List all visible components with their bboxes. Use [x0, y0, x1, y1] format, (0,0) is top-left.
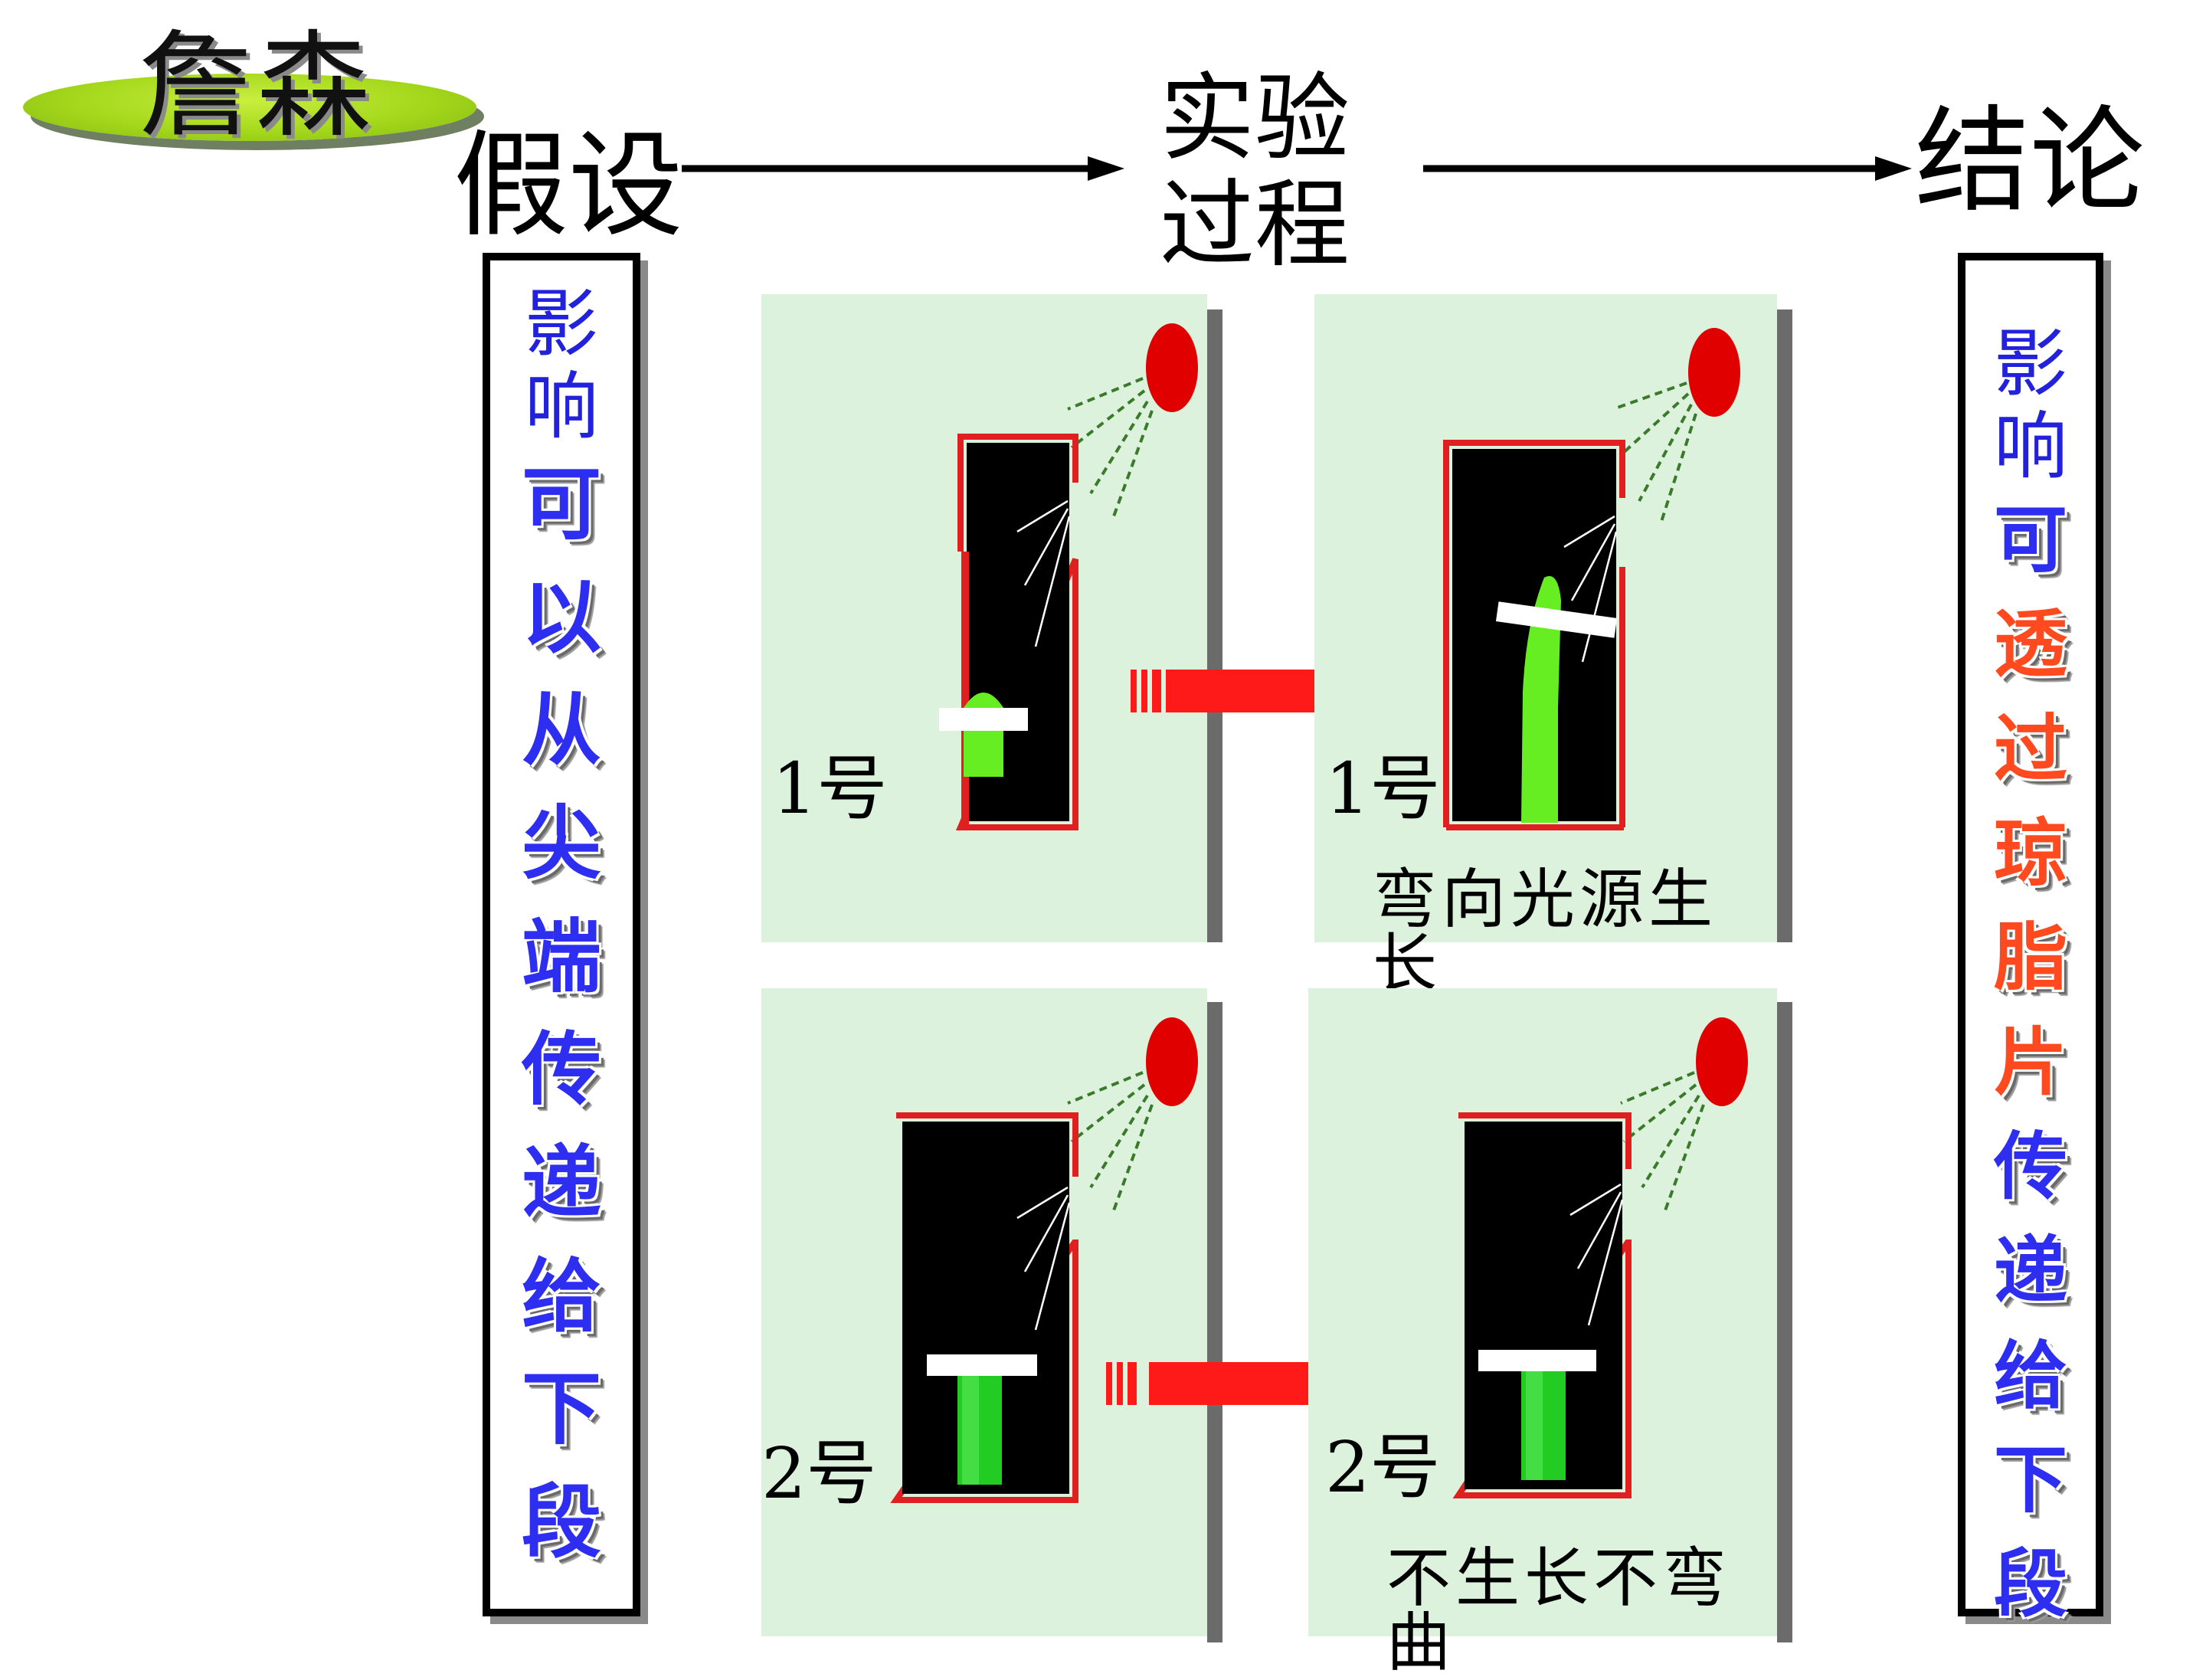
panel-2-before-drawing [890, 1017, 1198, 1503]
con-char-6: 传 [1994, 1123, 2067, 1210]
seedling-highlight [962, 1370, 979, 1485]
con-small-char-1: 响 [1994, 403, 2067, 490]
box-window [1624, 1174, 1632, 1240]
panel-1-after-caption: 弯向光源生长 [1373, 862, 1718, 1001]
title-pill [23, 74, 476, 141]
hyp-small-char-1: 响 [525, 363, 598, 450]
light-rays [1612, 382, 1697, 525]
header-hypothesis: 假设 [453, 120, 684, 253]
panel-1-after: 1号 弯向光源生长 [1314, 294, 1777, 996]
light-beam [1016, 1186, 1071, 1331]
header-experiment: 实验 过程 [1155, 66, 1354, 279]
slide-title: 詹森 [138, 20, 375, 153]
con-char-10: 段 [1994, 1541, 2067, 1628]
panel-2-before-shadow [1207, 1002, 1222, 1642]
panel-2-after: 2号 不生长不弯曲 [1308, 988, 1777, 1675]
hyp-small-char-0: 影 [525, 281, 598, 367]
box-window [1071, 489, 1078, 556]
seedling-shoot [964, 693, 1003, 777]
con-char-3: 琼 [1994, 810, 2067, 896]
con-char-4: 脂 [1994, 915, 2067, 1001]
hyp-char-8: 下 [521, 1362, 601, 1456]
light-beam [1563, 515, 1618, 663]
arrow-hyp-to-exp [682, 156, 1124, 181]
panel-1-after-label: 1号 [1325, 748, 1441, 830]
con-char-8: 给 [1994, 1332, 2067, 1419]
box-window [1071, 1181, 1078, 1240]
con-char-5: 片 [1994, 1019, 2067, 1105]
light-rays [1067, 1071, 1154, 1211]
panel-2-after-shadow [1777, 1002, 1792, 1642]
hyp-char-3: 尖 [521, 797, 601, 891]
panel-1-before-drawing [939, 323, 1198, 830]
hyp-char-1: 以 [521, 570, 601, 664]
hyp-char-7: 给 [521, 1249, 601, 1343]
agar-block [1478, 1350, 1596, 1371]
hyp-char-9: 段 [521, 1475, 601, 1570]
hyp-char-0: 可 [521, 457, 601, 552]
panel-2-after-drawing [1452, 1017, 1748, 1498]
panel-1-before-label: 1号 [772, 748, 888, 830]
panel-1-before: 1号 [761, 294, 1207, 942]
light-beam [1569, 1183, 1624, 1326]
panel-2-before-label: 2号 [761, 1433, 877, 1515]
con-char-1: 透 [1994, 601, 2067, 688]
panel-2-after-label: 2号 [1325, 1426, 1441, 1508]
panel-1-after-shadow [1777, 309, 1792, 942]
hyp-char-2: 从 [521, 683, 601, 778]
hyp-char-6: 递 [521, 1136, 601, 1230]
header-conclusion: 结论 [1915, 95, 2145, 228]
sun-icon [1146, 323, 1198, 412]
light-rays [1620, 1071, 1705, 1211]
con-char-7: 递 [1994, 1228, 2067, 1315]
header-experiment-line2: 过程 [1159, 169, 1350, 280]
header-experiment-line1: 实验 [1159, 64, 1350, 174]
hypothesis-box: 影 响 可 以 从 尖 端 传 递 给 下 段 [483, 253, 640, 1616]
seedling-shoot-bent [1521, 576, 1561, 823]
light-rays [1067, 377, 1154, 517]
con-char-2: 过 [1994, 706, 2067, 792]
agar-block [1495, 601, 1618, 638]
arrow-exp-to-conclusion [1423, 156, 1912, 181]
con-char-9: 下 [1994, 1436, 2067, 1523]
box-window [1618, 503, 1625, 564]
con-char-0: 可 [1994, 497, 2067, 584]
seedling-highlight [1526, 1365, 1543, 1480]
box-outline [1443, 440, 1625, 827]
panel-1-before-shadow [1207, 309, 1222, 942]
sun-icon [1146, 1017, 1198, 1106]
panel-2-after-caption: 不生长不弯曲 [1386, 1541, 1732, 1680]
panel-2-before: 2号 [761, 988, 1207, 1636]
conclusion-box: 影 响 可 透 过 琼 脂 片 传 递 给 下 段 [1958, 253, 2103, 1627]
con-small-char-0: 影 [1994, 321, 2067, 407]
panel-1-after-drawing [1443, 328, 1740, 830]
light-beam [1016, 499, 1071, 647]
sun-icon [1696, 1017, 1748, 1106]
hyp-char-4: 端 [521, 909, 601, 1004]
agar-block [927, 1354, 1037, 1376]
agar-block [939, 708, 1028, 731]
hyp-char-5: 传 [521, 1023, 601, 1117]
sun-icon [1688, 328, 1740, 417]
